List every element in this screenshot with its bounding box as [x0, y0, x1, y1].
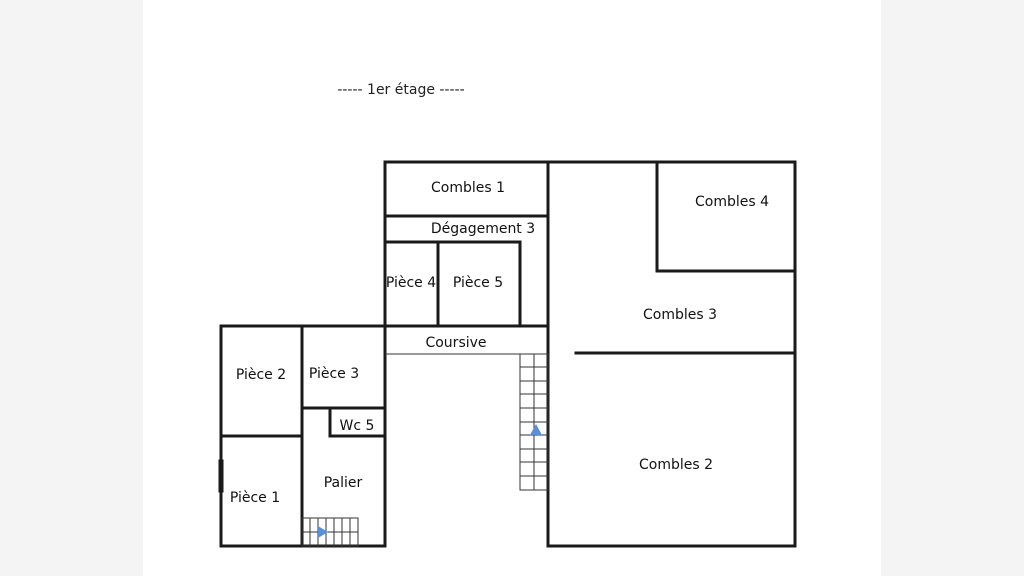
staircase-landing [301, 517, 359, 547]
room-piece-5: Pièce 5 [453, 275, 503, 291]
room-coursive: Coursive [425, 335, 486, 351]
walls [218, 160, 797, 548]
room-palier: Palier [324, 475, 363, 491]
room-degagement-3: Dégagement 3 [431, 221, 535, 237]
stairs-right-arrow-icon [318, 526, 328, 538]
room-piece-4: Pièce 4 [386, 275, 436, 291]
room-wc-5: Wc 5 [340, 418, 375, 434]
room-piece-1: Pièce 1 [230, 490, 280, 506]
room-piece-2: Pièce 2 [236, 367, 286, 383]
floor-plan-sheet: ----- 1er étage ----- [143, 0, 881, 576]
room-combles-4: Combles 4 [695, 194, 769, 210]
stairs-up-arrow-icon [530, 424, 542, 435]
floor-title: ----- 1er étage ----- [337, 82, 464, 98]
room-piece-3: Pièce 3 [309, 366, 359, 382]
room-combles-1: Combles 1 [431, 180, 505, 196]
room-combles-3: Combles 3 [643, 307, 717, 323]
floor-plan: ----- 1er étage ----- [218, 82, 797, 548]
staircase-main [519, 353, 549, 491]
room-combles-2: Combles 2 [639, 457, 713, 473]
